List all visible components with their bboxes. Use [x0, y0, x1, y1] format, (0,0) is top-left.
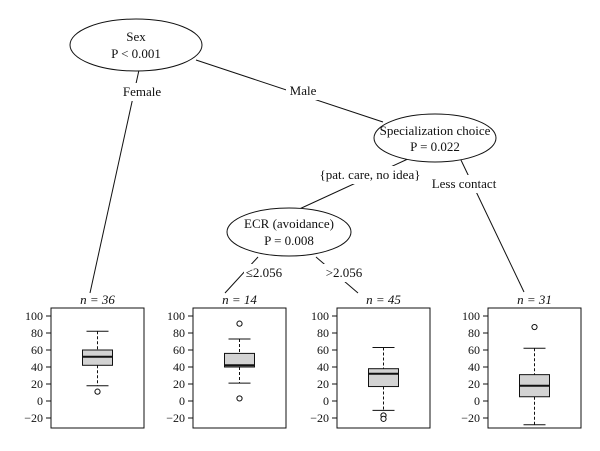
edge-ecr-le — [224, 256, 259, 294]
outlier-point — [94, 388, 101, 395]
outlier-point — [380, 415, 387, 422]
edge-spec-ecr — [294, 157, 411, 212]
y-tick-label: 0 — [323, 394, 329, 408]
y-tick-label: 100 — [462, 309, 480, 323]
edge-label-gt: >2.056 — [326, 265, 363, 280]
y-tick-label: 80 — [31, 326, 43, 340]
iqr-box — [224, 352, 255, 368]
y-tick-label: 60 — [173, 343, 185, 357]
y-tick-label: 40 — [317, 360, 329, 374]
panel-title: n = 45 — [366, 292, 401, 307]
boxplot-panel-1: n = 36 100 80 60 40 20 0 −20 — [24, 292, 145, 429]
outlier-point — [236, 320, 243, 327]
boxplot-panel-2: n = 14 100 80 60 40 20 0 −20 — [166, 292, 287, 429]
y-tick-label: −20 — [166, 411, 185, 425]
edge-label-le: ≤2.056 — [246, 265, 283, 280]
y-tick-label: 20 — [317, 377, 329, 391]
panel-title: n = 14 — [222, 292, 257, 307]
y-tick-label: 60 — [317, 343, 329, 357]
node-sex: Sex P < 0.001 — [69, 18, 203, 72]
panel-title: n = 31 — [517, 292, 552, 307]
edge-label-patcare: {pat. care, no idea} — [320, 167, 421, 182]
node-ecr-p: P = 0.008 — [264, 233, 314, 248]
iqr-box — [368, 368, 399, 388]
y-tick-label: 0 — [474, 394, 480, 408]
edge-label-male: Male — [290, 83, 317, 98]
y-tick-label: 0 — [179, 394, 185, 408]
y-tick-label: 0 — [37, 394, 43, 408]
outlier-point — [531, 323, 538, 331]
y-tick-label: 100 — [167, 309, 185, 323]
boxplot-panel-4: n = 31 100 80 60 40 20 0 −20 — [461, 292, 582, 429]
y-tick-label: 80 — [468, 326, 480, 340]
node-spec-name: Specialization choice — [380, 123, 491, 138]
edge-label-less-contact: Less contact — [432, 176, 497, 191]
node-sex-name: Sex — [126, 29, 146, 44]
node-ecr: ECR (avoidance) P = 0.008 — [226, 207, 352, 257]
y-tick-label: 100 — [311, 309, 329, 323]
y-tick-label: 20 — [31, 377, 43, 391]
y-tick-label: −20 — [24, 411, 43, 425]
y-tick-label: 40 — [173, 360, 185, 374]
y-tick-label: −20 — [461, 411, 480, 425]
node-ecr-name: ECR (avoidance) — [244, 216, 334, 231]
node-spec-p: P = 0.022 — [410, 139, 460, 154]
y-tick-label: 100 — [25, 309, 43, 323]
node-specialization: Specialization choice P = 0.022 — [373, 113, 497, 163]
node-sex-p: P < 0.001 — [111, 46, 161, 61]
y-tick-label: 60 — [31, 343, 43, 357]
edge-label-female: Female — [123, 84, 161, 99]
y-tick-label: 60 — [468, 343, 480, 357]
y-tick-label: 80 — [317, 326, 329, 340]
y-tick-label: −20 — [310, 411, 329, 425]
edge-sex-female — [89, 69, 140, 294]
y-tick-label: 40 — [468, 360, 480, 374]
y-tick-label: 20 — [173, 377, 185, 391]
panel-title: n = 36 — [80, 292, 115, 307]
y-tick-label: 40 — [31, 360, 43, 374]
y-tick-label: 20 — [468, 377, 480, 391]
boxplot-panels: n = 36 100 80 60 40 20 0 −20 n = 14 100 80 60 40 20 0 −… — [24, 292, 582, 429]
outlier-point — [236, 395, 243, 402]
y-tick-label: 80 — [173, 326, 185, 340]
boxplot-panel-3: n = 45 100 80 60 40 20 0 −20 — [310, 292, 431, 429]
